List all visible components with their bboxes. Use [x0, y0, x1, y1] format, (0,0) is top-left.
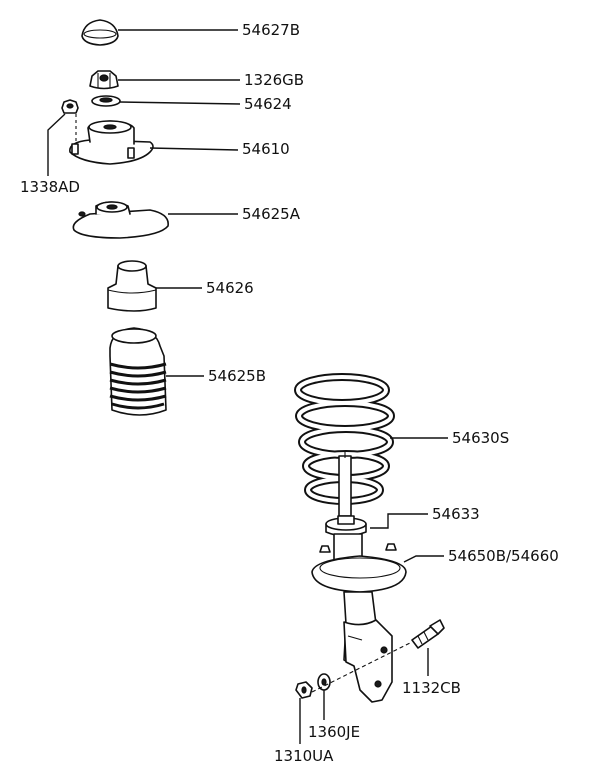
label-1310UA: 1310UA	[274, 747, 334, 765]
label-54633: 54633	[432, 505, 480, 523]
piston-rod-part	[338, 452, 352, 517]
leader-54610	[149, 147, 239, 151]
flange-nut-part	[61, 99, 79, 114]
spring-insulator-part	[325, 515, 367, 537]
label-1338AD: 1338AD	[20, 178, 80, 196]
leader-54650B-54660	[403, 555, 444, 563]
label-54625A: 54625A	[242, 205, 301, 223]
washer-part	[91, 95, 121, 107]
leader-1338AD	[47, 113, 66, 176]
label-1360JE: 1360JE	[308, 723, 360, 741]
leader-54624	[119, 101, 241, 105]
strut-assembly-part	[311, 533, 407, 703]
label-54626: 54626	[206, 279, 254, 297]
label-1132CB: 1132CB	[402, 679, 461, 697]
label-54610: 54610	[242, 140, 290, 158]
label-1326GB: 1326GB	[244, 71, 304, 89]
label-54624: 54624	[244, 95, 292, 113]
label-54650B-54660: 54650B/54660	[448, 547, 559, 565]
leader-54633	[370, 513, 428, 529]
label-54625B: 54625B	[208, 367, 266, 385]
dust-boot-part	[109, 327, 167, 416]
label-54627B: 54627B	[242, 21, 300, 39]
hex-nut-part	[295, 681, 313, 699]
upper-spring-seat-part	[72, 201, 169, 239]
bump-stopper-part	[107, 260, 157, 312]
bolt-part	[411, 619, 445, 649]
dust-cap-part	[81, 19, 119, 46]
lock-washer-part	[317, 673, 331, 691]
self-locking-nut-part	[89, 70, 119, 90]
strut-mount-part	[69, 120, 154, 165]
label-54630S: 54630S	[452, 429, 509, 447]
